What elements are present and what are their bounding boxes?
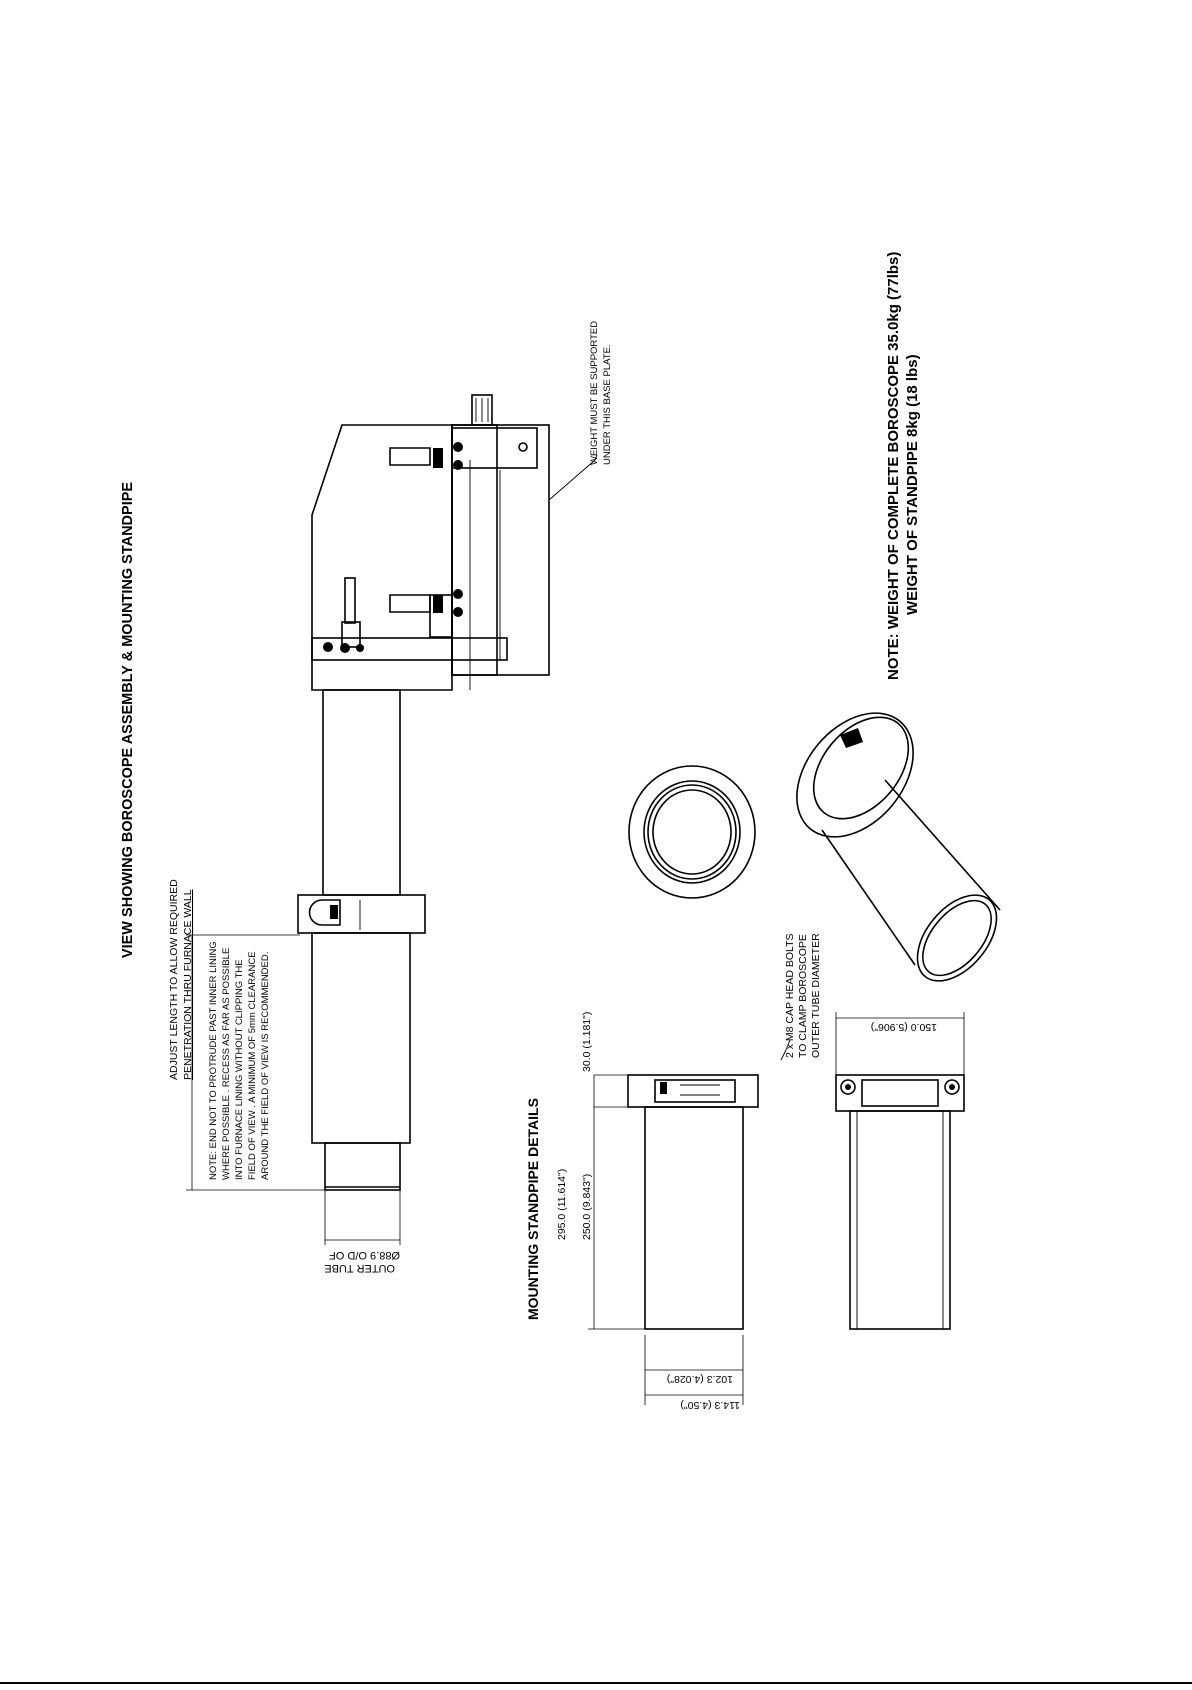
- ring-end-view: [628, 765, 756, 899]
- outer-tube-dim-line1: Ø88.9 O/D OF: [329, 1249, 400, 1261]
- end-note-line: NOTE: END NOT TO PROTRUDE PAST INNER LIN…: [208, 941, 219, 1180]
- outer-tube-end: [324, 1142, 401, 1191]
- standpipe-front-view: [835, 1074, 965, 1330]
- boroscope-housing: [311, 424, 453, 691]
- weight-note-line1: NOTE: WEIGHT OF COMPLETE BOROSCOPE 35.0k…: [885, 252, 902, 680]
- dim-102: 102.3 (4.028"): [667, 1373, 733, 1385]
- weight-note-line2: WEIGHT OF STANDPIPE 8kg (18 lbs): [904, 354, 921, 615]
- neck-tube: [322, 689, 401, 896]
- dim-150: 150.0 (5.906"): [871, 1021, 937, 1033]
- drawing-title: VIEW SHOWING BOROSCOPE ASSEMBLY & MOUNTI…: [120, 482, 136, 958]
- isometric-standpipe-view: [796, 712, 1001, 982]
- penetration-note: PENETRATION THRU FURNACE WALL: [182, 889, 194, 1080]
- adjust-length-note: ADJUST LENGTH TO ALLOW REQUIRED: [168, 879, 180, 1080]
- upper-clamp: [389, 442, 463, 470]
- bolts-note-line: OUTER TUBE DIAMETER: [810, 933, 822, 1058]
- dim-30: 30.0 (1.181"): [581, 1012, 593, 1072]
- standpipe-details-title: MOUNTING STANDPIPE DETAILS: [525, 1098, 541, 1320]
- bolts-note-line: TO CLAMP BOROSCOPE: [797, 934, 809, 1058]
- lower-bracket: [311, 637, 508, 661]
- end-position-note: NOTE: END NOT TO PROTRUDE PAST INNER LIN…: [208, 941, 271, 1180]
- standpipe-body: [644, 1106, 744, 1330]
- top-bracket: [451, 427, 538, 469]
- end-note-line: INTO FURNACE LINING WITHOUT CLIPPING THE: [234, 959, 245, 1180]
- outer-tube-dim-line2: OUTER TUBE: [324, 1262, 395, 1274]
- end-note-line: FIELD OF VIEW . A MINIMUM OF 5mm CLEARAN…: [247, 951, 258, 1180]
- base-plate-note-line1: WEIGHT MUST BE SUPPORTED: [589, 321, 600, 465]
- dim-295: 295.0 (11.614"): [556, 1169, 568, 1240]
- boroscope-assembly: WEIGHT MUST BE SUPPORTED UNDER THIS BASE…: [297, 321, 613, 1191]
- standpipe: [311, 932, 411, 1144]
- end-note-line: WHERE POSSIBLE . RECESS AS FAR AS POSSIB…: [221, 948, 232, 1180]
- dim-250: 250.0 (9.843"): [581, 1174, 593, 1240]
- lever-clamp: [323, 577, 364, 653]
- front-body: [849, 1110, 951, 1330]
- bolts-note: 2 x M8 CAP HEAD BOLTS TO CLAMP BOROSCOPE…: [784, 933, 822, 1058]
- dim-114: 114.3 (4.50"): [680, 1399, 740, 1411]
- cable-connector: [471, 394, 493, 426]
- bolts-note-line: 2 x M8 CAP HEAD BOLTS: [784, 934, 796, 1058]
- middle-clamp: [389, 589, 463, 617]
- end-note-line: AROUND THE FIELD OF VIEW IS RECOMMENDED.: [260, 952, 271, 1180]
- base-plate-note-line2: UNDER THIS BASE PLATE.: [602, 344, 613, 465]
- standpipe-side-view: [627, 1074, 759, 1330]
